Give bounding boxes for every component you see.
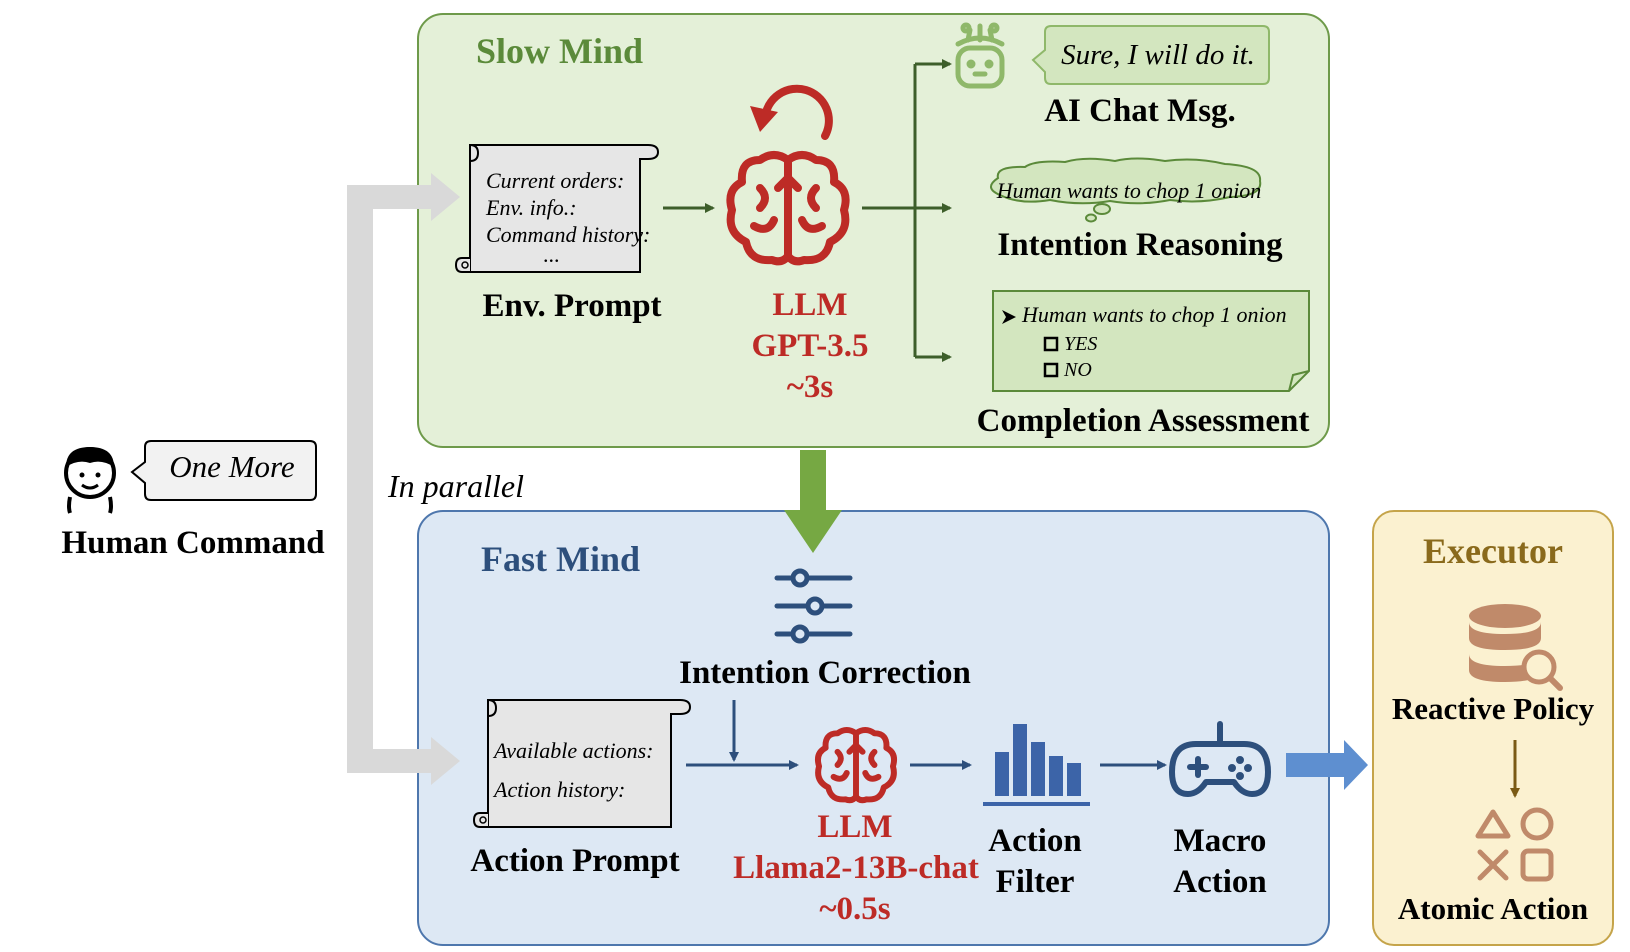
env-prompt-line-3: Command history: [486, 222, 651, 247]
human-command-label: Human Command [61, 525, 325, 561]
filter-chart-icon [983, 724, 1090, 806]
slow-llm-model: GPT-3.5 [751, 328, 869, 364]
atomic-shapes-icon [1475, 807, 1554, 882]
bullet-arrow-icon [1002, 310, 1016, 324]
fast-mind-title: Fast Mind [481, 539, 641, 579]
refresh-icon [750, 84, 833, 140]
gamepad-icon [1169, 721, 1271, 797]
slow-llm-label: LLM [772, 287, 848, 323]
executor-title: Executor [1423, 531, 1563, 571]
arrow-slow-to-fast [784, 450, 842, 553]
intention-correction-label: Intention Correction [679, 655, 971, 691]
env-prompt-line-2: Env. info.: [486, 195, 577, 220]
intention-thought-text: Human wants to chop 1 onion [996, 178, 1262, 203]
env-prompt-label: Env. Prompt [482, 288, 662, 324]
completion-statement: Human wants to chop 1 onion [1022, 302, 1287, 327]
fast-llm-model: Llama2-13B-chat [733, 850, 979, 886]
sliders-icon [774, 568, 853, 644]
action-prompt-label: Action Prompt [470, 843, 680, 879]
completion-assessment-label: Completion Assessment [976, 403, 1310, 439]
executor-panel [1372, 510, 1614, 946]
human-speech-text: One More [169, 449, 295, 484]
completion-no: NO [1064, 359, 1092, 381]
completion-yes: YES [1064, 333, 1098, 355]
reactive-policy-label: Reactive Policy [1391, 691, 1595, 726]
human-speech-bubble [130, 440, 317, 501]
brain-icon-fast [815, 727, 897, 804]
brain-icon-slow [726, 151, 850, 266]
parallel-arrows [347, 173, 460, 785]
env-prompt-scroll [454, 144, 660, 273]
ai-speech-text: Sure, I will do it. [1061, 39, 1255, 71]
checkbox-yes-icon [1043, 336, 1059, 352]
action-prompt-line-1: Available actions: [494, 738, 654, 763]
in-parallel-label: In parallel [388, 468, 524, 504]
macro-action-label-1: Macro [1173, 823, 1267, 859]
ai-speech-bubble [1031, 25, 1270, 85]
robot-icon [955, 22, 1005, 89]
database-icon [1469, 604, 1563, 691]
slow-llm-latency: ~3s [786, 369, 834, 405]
fast-llm-label: LLM [817, 809, 893, 845]
env-prompt-line-1: Current orders: [486, 168, 625, 193]
macro-action-label-2: Action [1173, 864, 1267, 900]
env-prompt-line-4: ... [543, 242, 560, 267]
action-prompt-scroll [472, 699, 692, 828]
arrow-to-executor [1286, 740, 1368, 790]
checkbox-no-icon [1043, 362, 1059, 378]
ai-chat-label: AI Chat Msg. [1044, 93, 1236, 129]
action-filter-label-2: Filter [995, 864, 1075, 900]
thought-cloud [990, 157, 1262, 223]
completion-note [992, 290, 1310, 392]
action-prompt-line-2: Action history: [494, 777, 626, 802]
atomic-action-label: Atomic Action [1397, 891, 1589, 926]
intention-reasoning-label: Intention Reasoning [997, 227, 1283, 263]
action-filter-label-1: Action [988, 823, 1082, 859]
human-icon [64, 447, 116, 514]
slow-mind-title: Slow Mind [476, 31, 644, 71]
fast-llm-latency: ~0.5s [819, 891, 891, 927]
arrow-llm-to-outputs [862, 59, 952, 362]
